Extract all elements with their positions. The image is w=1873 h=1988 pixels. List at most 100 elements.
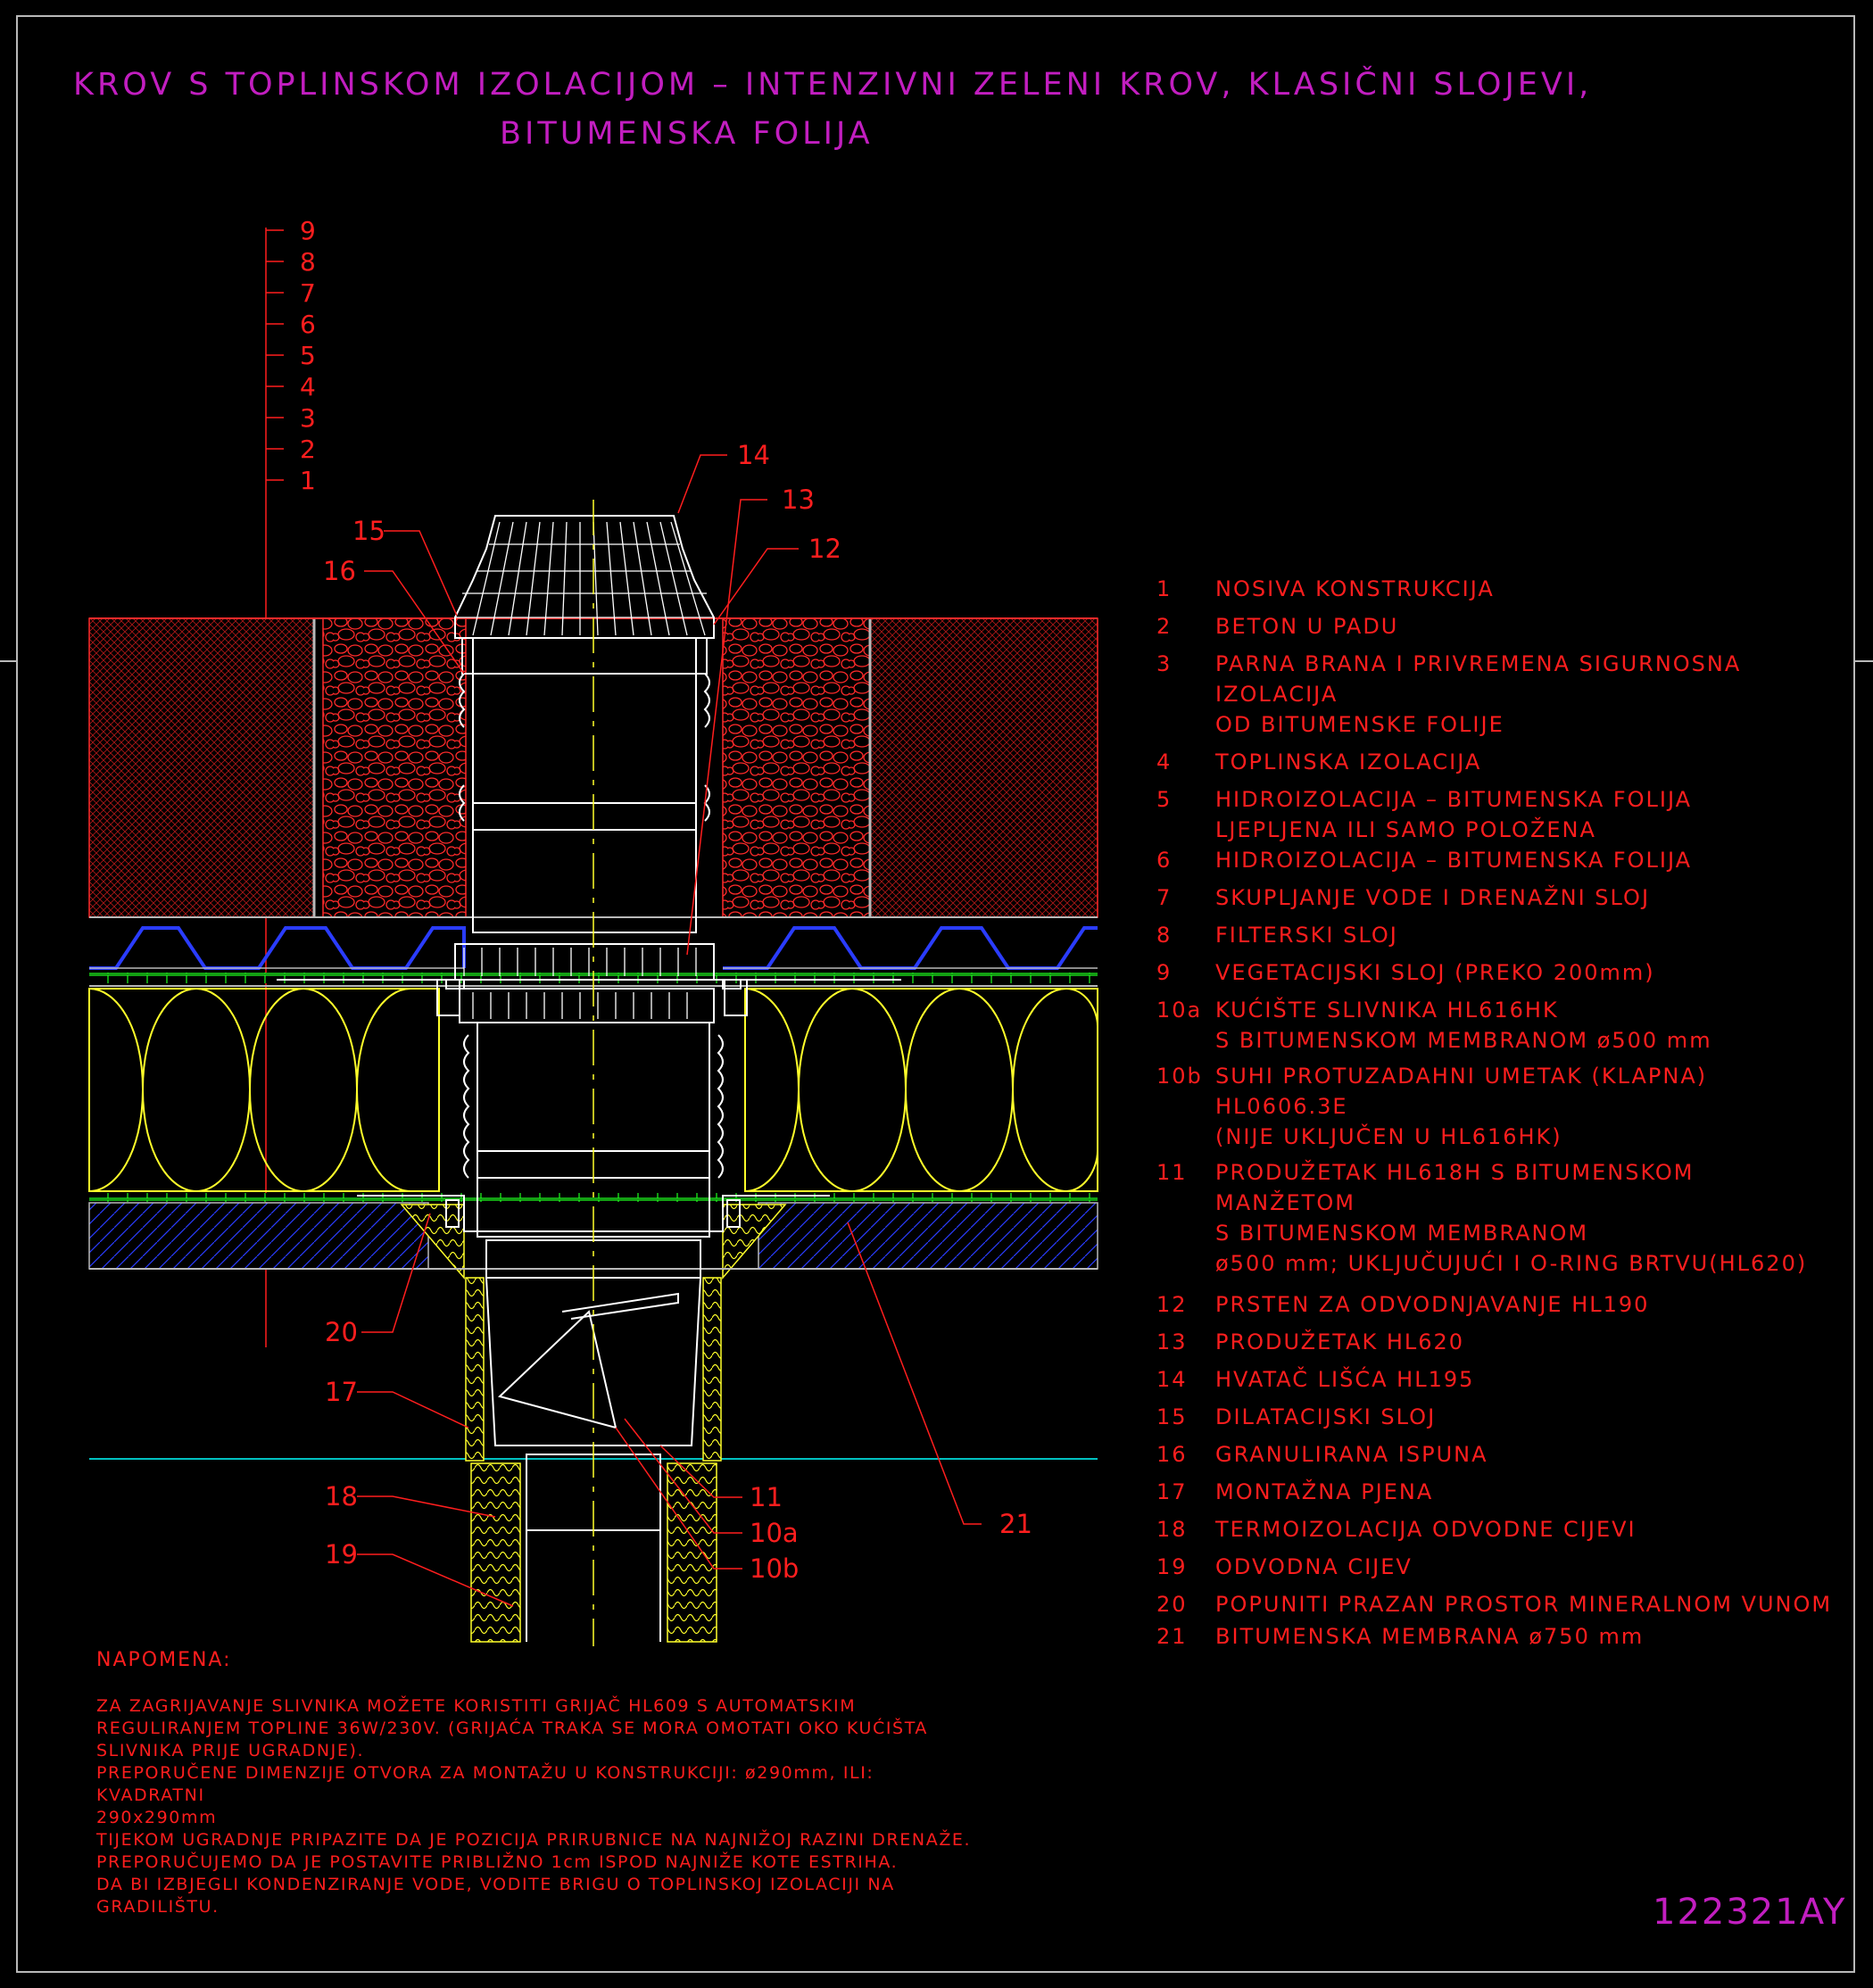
scale-label-9: 9: [300, 216, 316, 245]
legend-item: 7 SKUPLJANJE VODE I DRENAŽNI SLOJ: [1156, 882, 1835, 913]
frame-mark-right: [1855, 660, 1873, 662]
scale-label-6: 6: [300, 310, 316, 339]
legend-text: HIDROIZOLACIJA – BITUMENSKA FOLIJA: [1215, 848, 1693, 873]
callout-16: 16: [323, 556, 356, 586]
callout-13: 13: [782, 485, 815, 515]
legend-item: 6 HIDROIZOLACIJA – BITUMENSKA FOLIJA: [1156, 845, 1835, 875]
note-paragraph: PREPORUČENE DIMENZIJE OTVORA ZA MONTAŽU …: [96, 1763, 874, 1827]
note-body: ZA ZAGRIJAVANJE SLIVNIKA MOŽETE KORISTIT…: [96, 1695, 989, 1918]
legend-number: 10a: [1156, 998, 1203, 1023]
legend-text: BETON U PADU: [1215, 614, 1399, 639]
callout-10b: 10b: [750, 1553, 799, 1584]
legend-text: KUĆIŠTE SLIVNIKA HL616HK S BITUMENSKOM M…: [1215, 998, 1712, 1053]
callout-11: 11: [750, 1482, 783, 1512]
legend-item: 17 MONTAŽNA PJENA: [1156, 1477, 1835, 1507]
legend-item: 21 BITUMENSKA MEMBRANA ø750 mm: [1156, 1621, 1835, 1652]
scale-label-1: 1: [300, 466, 316, 495]
callout-14: 14: [737, 440, 770, 470]
callout-19: 19: [325, 1539, 358, 1570]
legend-number: 4: [1156, 750, 1173, 774]
legend-text: ODVODNA CIJEV: [1215, 1554, 1413, 1579]
drawing-frame: [16, 15, 1855, 1973]
legend-text: GRANULIRANA ISPUNA: [1215, 1442, 1488, 1467]
note-paragraph: TIJEKOM UGRADNJE PRIPAZITE DA JE POZICIJ…: [96, 1830, 972, 1872]
concrete-layer: [88, 1202, 1098, 1280]
legend-text: SUHI PROTUZADAHNI UMETAK (KLAPNA) HL0606…: [1215, 1064, 1708, 1149]
legend-item: 10b SUHI PROTUZADAHNI UMETAK (KLAPNA) HL0…: [1156, 1061, 1835, 1152]
scale-label-7: 7: [300, 278, 316, 308]
scale-label-5: 5: [300, 341, 316, 370]
legend-number: 19: [1156, 1554, 1188, 1579]
callout-leaders: [357, 454, 982, 1607]
legend-item: 14 HVATAČ LIŠĆA HL195: [1156, 1364, 1835, 1395]
legend-number: 7: [1156, 885, 1173, 910]
legend-text: PRODUŽETAK HL618H S BITUMENSKOM MANŽETOM…: [1215, 1160, 1808, 1276]
scale-label-8: 8: [300, 247, 316, 277]
frame-mark-left: [0, 660, 16, 662]
callout-20: 20: [325, 1317, 358, 1347]
legend-item: 3 PARNA BRANA I PRIVREMENA SIGURNOSNA IZO…: [1156, 649, 1835, 740]
legend-item: 10a KUĆIŠTE SLIVNIKA HL616HK S BITUMENSKO…: [1156, 995, 1835, 1056]
legend-text: PRODUŽETAK HL620: [1215, 1329, 1465, 1354]
note-heading: NAPOMENA:: [96, 1649, 232, 1671]
roof-drain-assembly: [277, 515, 901, 1642]
pipe-insulation: [465, 1277, 722, 1643]
note-paragraph: DA BI IZBJEGLI KONDENZIRANJE VODE, VODIT…: [96, 1875, 895, 1917]
callout-12: 12: [808, 534, 841, 564]
scale-label-4: 4: [300, 372, 316, 402]
legend-item: 1 NOSIVA KONSTRUKCIJA: [1156, 574, 1835, 604]
legend-item: 16 GRANULIRANA ISPUNA: [1156, 1439, 1835, 1470]
legend: 1 NOSIVA KONSTRUKCIJA 2 BETON U PADU 3 PARN…: [1156, 574, 1835, 1652]
legend-number: 11: [1156, 1160, 1188, 1185]
vegetation-layer: [88, 617, 1098, 918]
legend-text: TERMOIZOLACIJA ODVODNE CIJEVI: [1215, 1517, 1637, 1542]
legend-number: 16: [1156, 1442, 1188, 1467]
legend-text: PRSTEN ZA ODVODNJAVANJE HL190: [1215, 1292, 1650, 1317]
legend-text: DILATACIJSKI SLOJ: [1215, 1404, 1437, 1429]
legend-text: HVATAČ LIŠĆA HL195: [1215, 1367, 1475, 1392]
legend-text: BITUMENSKA MEMBRANA ø750 mm: [1215, 1624, 1645, 1649]
callout-17: 17: [325, 1377, 358, 1407]
legend-text: POPUNITI PRAZAN PROSTOR MINERALNOM VUNOM: [1215, 1592, 1833, 1617]
drawing-code: 122321AY: [1653, 1892, 1847, 1933]
title-line-1: KROV S TOPLINSKOM IZOLACIJOM – INTENZIVN…: [73, 67, 1593, 103]
legend-number: 10b: [1156, 1064, 1203, 1089]
scale-label-2: 2: [300, 435, 316, 464]
legend-item: 18 TERMOIZOLACIJA ODVODNE CIJEVI: [1156, 1514, 1835, 1545]
legend-number: 5: [1156, 787, 1173, 812]
legend-number: 6: [1156, 848, 1173, 873]
legend-text: HIDROIZOLACIJA – BITUMENSKA FOLIJA LJEPL…: [1215, 787, 1693, 842]
legend-text: SKUPLJANJE VODE I DRENAŽNI SLOJ: [1215, 885, 1651, 910]
note-paragraph: ZA ZAGRIJAVANJE SLIVNIKA MOŽETE KORISTIT…: [96, 1696, 929, 1760]
legend-number: 8: [1156, 923, 1173, 948]
legend-item: 15 DILATACIJSKI SLOJ: [1156, 1402, 1835, 1432]
legend-text: NOSIVA KONSTRUKCIJA: [1215, 576, 1495, 601]
callout-21: 21: [999, 1509, 1032, 1539]
legend-item: 19 ODVODNA CIJEV: [1156, 1552, 1835, 1582]
legend-number: 2: [1156, 614, 1173, 639]
legend-number: 20: [1156, 1592, 1188, 1617]
legend-number: 15: [1156, 1404, 1188, 1429]
title-line-2: BITUMENSKA FOLIJA: [500, 116, 874, 152]
legend-item: 11 PRODUŽETAK HL618H S BITUMENSKOM MANŽET…: [1156, 1157, 1835, 1279]
legend-number: 1: [1156, 576, 1173, 601]
legend-text: VEGETACIJSKI SLOJ (PREKO 200mm): [1215, 960, 1655, 985]
legend-number: 3: [1156, 651, 1173, 676]
legend-number: 18: [1156, 1517, 1188, 1542]
legend-number: 14: [1156, 1367, 1188, 1392]
legend-text: MONTAŽNA PJENA: [1215, 1479, 1434, 1504]
callout-10a: 10a: [750, 1518, 799, 1548]
callout-18: 18: [325, 1481, 358, 1512]
legend-text: PARNA BRANA I PRIVREMENA SIGURNOSNA IZOL…: [1215, 651, 1742, 737]
legend-number: 21: [1156, 1624, 1188, 1649]
legend-item: 2 BETON U PADU: [1156, 611, 1835, 642]
scale-label-3: 3: [300, 403, 316, 433]
legend-item: 5 HIDROIZOLACIJA – BITUMENSKA FOLIJA LJEP…: [1156, 784, 1835, 845]
legend-number: 17: [1156, 1479, 1188, 1504]
